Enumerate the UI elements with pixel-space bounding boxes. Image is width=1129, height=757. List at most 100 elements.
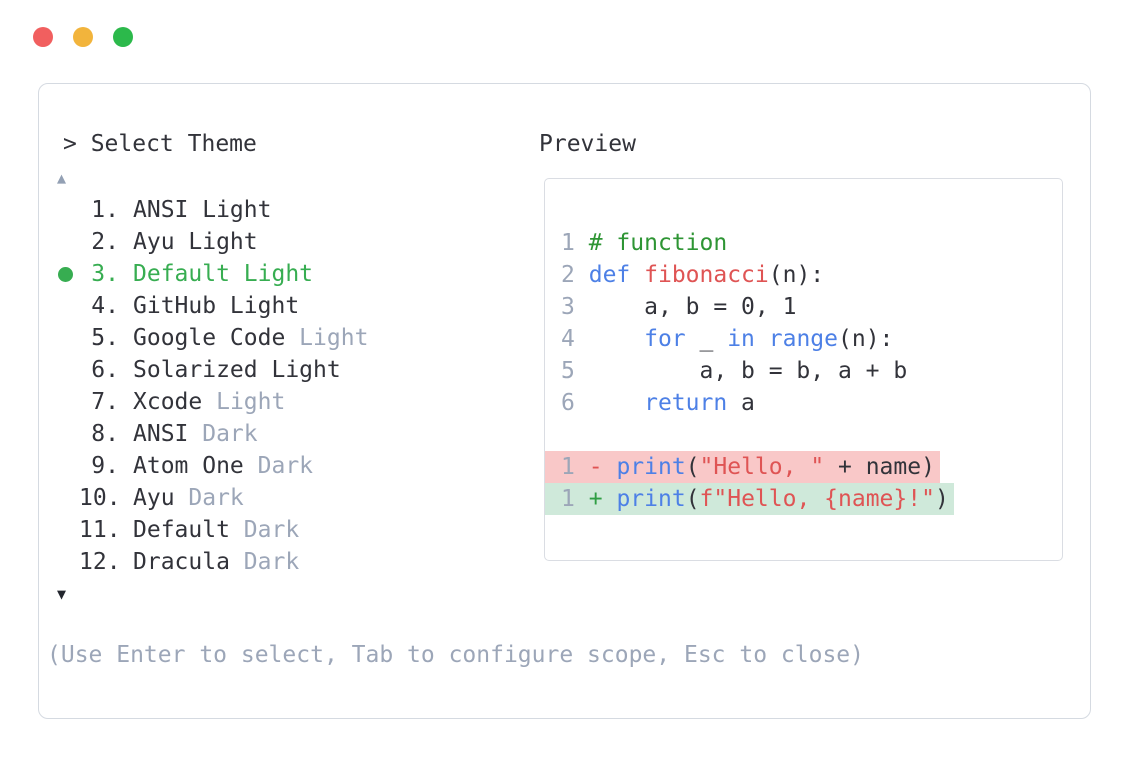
token-num: 6 xyxy=(561,390,575,416)
theme-number: 12. xyxy=(79,549,121,575)
token-pl: ( xyxy=(685,454,700,480)
theme-number: 8. xyxy=(91,421,119,447)
theme-label: Ayu Light xyxy=(133,229,258,255)
token-pl: a xyxy=(727,390,755,416)
theme-number: 3. xyxy=(91,261,119,287)
token-pl xyxy=(575,486,589,512)
code-line-content: 3 a, b = 0, 1 xyxy=(545,291,796,323)
theme-number: 5. xyxy=(91,325,119,351)
theme-list-item[interactable]: 6. Solarized Light xyxy=(58,354,368,386)
scroll-down-icon[interactable]: ▼ xyxy=(57,585,67,603)
theme-label-suffix: Dark xyxy=(229,517,300,543)
theme-list-item[interactable]: 10.Ayu Dark xyxy=(58,482,368,514)
token-kw: print xyxy=(616,454,686,480)
theme-label: GitHub Light xyxy=(133,293,300,319)
zoom-icon[interactable] xyxy=(113,27,133,47)
window-controls xyxy=(33,27,133,47)
diff-line-removed: 1 - print("Hello, " + name) xyxy=(545,451,1062,483)
code-line: 3 a, b = 0, 1 xyxy=(545,291,1062,323)
token-pl xyxy=(575,326,644,352)
token-pl xyxy=(575,390,644,416)
token-num: 1 xyxy=(561,230,575,256)
selected-dot-icon xyxy=(58,266,73,282)
code-line xyxy=(545,419,1062,451)
theme-list-item[interactable]: 7. Xcode Light xyxy=(58,386,368,418)
theme-number: 7. xyxy=(91,389,119,415)
token-num: 4 xyxy=(561,326,575,352)
code-line: 1 # function xyxy=(545,227,1062,259)
token-pl: + name) xyxy=(824,454,935,480)
theme-list-item[interactable]: 1.ANSI Light xyxy=(58,194,368,226)
token-pl: _ xyxy=(685,326,728,352)
token-pl: ) xyxy=(934,486,949,512)
code-line: 6 return a xyxy=(545,387,1062,419)
keyboard-hint: (Use Enter to select, Tab to configure s… xyxy=(47,642,864,668)
theme-label: Atom One Dark xyxy=(133,453,314,479)
theme-list-item[interactable]: 4. GitHub Light xyxy=(58,290,368,322)
theme-number: 9. xyxy=(91,453,119,479)
code-line: 2 def fibonacci(n): xyxy=(545,259,1062,291)
token-str: "Hello, " xyxy=(699,454,825,480)
preview-title: Preview xyxy=(539,131,636,157)
code-line-content: 6 return a xyxy=(545,387,755,419)
code-line: 4 for _ in range(n): xyxy=(545,323,1062,355)
code-line-content: 1 + print(f"Hello, {name}!") xyxy=(545,483,954,515)
selected-bullet-icon xyxy=(58,266,79,282)
theme-label-suffix: Dark xyxy=(188,421,258,447)
token-com: # function xyxy=(588,230,728,256)
token-pl: a, b = 0, 1 xyxy=(574,294,797,320)
token-pl: (n): xyxy=(838,326,894,352)
close-icon[interactable] xyxy=(33,27,53,47)
theme-list-item[interactable]: 2.Ayu Light xyxy=(58,226,368,258)
theme-number: 4. xyxy=(91,293,119,319)
token-minus: - xyxy=(588,454,603,480)
theme-list-item[interactable]: 11. Default Dark xyxy=(58,514,368,546)
token-pl xyxy=(755,326,769,352)
token-pl xyxy=(575,262,589,288)
token-kw: range xyxy=(768,326,839,352)
code-line-content: 1 # function xyxy=(545,227,727,259)
theme-label: Solarized Light xyxy=(133,357,341,383)
token-pl xyxy=(603,486,617,512)
theme-label-suffix: Light xyxy=(202,389,286,415)
theme-number: 11. xyxy=(79,517,121,543)
token-kw: def xyxy=(588,262,631,288)
token-pl xyxy=(603,454,617,480)
token-plus: + xyxy=(588,486,603,512)
token-fn: fibonacci xyxy=(644,262,769,288)
diff-line-added: 1 + print(f"Hello, {name}!") xyxy=(545,483,1062,515)
code-line: 5 a, b = b, a + b xyxy=(545,355,1062,387)
theme-label: Google Code Light xyxy=(133,325,369,351)
theme-label-suffix: Light xyxy=(285,325,369,351)
theme-label: Default Dark xyxy=(133,517,300,543)
scroll-up-icon[interactable]: ▲ xyxy=(57,169,67,187)
token-num: 2 xyxy=(561,262,575,288)
token-str: f"Hello, {name}!" xyxy=(699,486,935,512)
token-num: 5 xyxy=(561,358,575,384)
theme-list-item[interactable]: 12.Dracula Dark xyxy=(58,546,368,578)
token-pl: a, b = b, a + b xyxy=(574,358,908,384)
theme-label: Xcode Light xyxy=(133,389,286,415)
code-line-content: 1 - print("Hello, " + name) xyxy=(545,451,940,483)
palette-prompt: > Select Theme xyxy=(63,131,257,157)
token-pl xyxy=(575,230,589,256)
token-kw: for xyxy=(644,326,686,352)
token-num: 3 xyxy=(561,294,575,320)
theme-label: ANSI Light xyxy=(133,197,272,223)
theme-list-item[interactable]: 5. Google Code Light xyxy=(58,322,368,354)
theme-number: 6. xyxy=(91,357,119,383)
theme-label-suffix: Dark xyxy=(229,549,300,575)
theme-label-suffix: Dark xyxy=(243,453,314,479)
minimize-icon[interactable] xyxy=(73,27,93,47)
theme-list-item[interactable]: 3. Default Light xyxy=(58,258,368,290)
theme-label: Ayu Dark xyxy=(133,485,244,511)
token-kw: return xyxy=(644,390,728,416)
token-kw: in xyxy=(727,326,755,352)
theme-label: Default Light xyxy=(133,261,314,287)
theme-list-item[interactable]: 8. ANSI Dark xyxy=(58,418,368,450)
theme-label: ANSI Dark xyxy=(133,421,258,447)
theme-list-item[interactable]: 9. Atom One Dark xyxy=(58,450,368,482)
